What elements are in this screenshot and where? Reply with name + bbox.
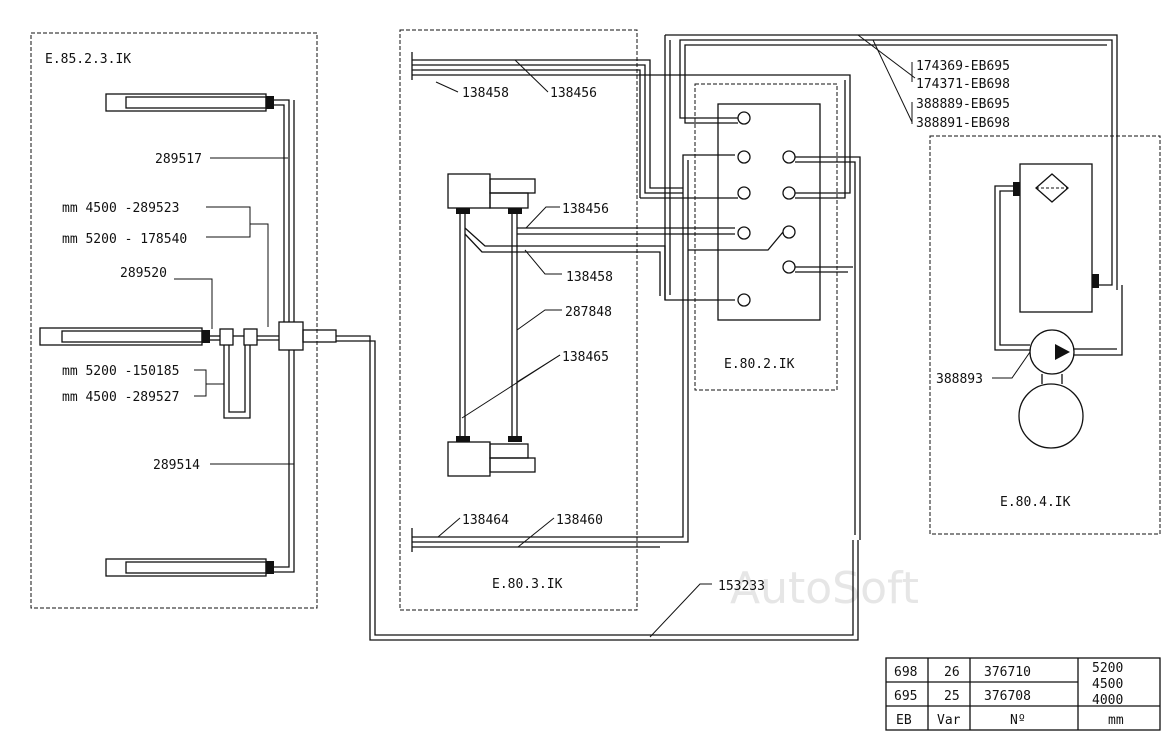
- block-left-frame: [30, 32, 318, 609]
- table-row1-eb: 698: [894, 665, 917, 680]
- valve-port-1: [737, 111, 751, 125]
- label-287848: 287848: [565, 305, 612, 320]
- table-row1-var: 26: [944, 665, 960, 680]
- variant-table: [885, 657, 1161, 731]
- label-174371: 174371-EB698: [916, 77, 1010, 92]
- block-middle-label: E.80.3.IK: [492, 577, 563, 592]
- table-header-eb: EB: [896, 713, 912, 728]
- block-tank-frame: [929, 135, 1161, 535]
- block-left-label: E.85.2.3.IK: [45, 52, 131, 67]
- table-header-var: Var: [937, 713, 961, 728]
- table-mm-3: 4000: [1092, 693, 1123, 708]
- watermark: AutoSoft: [730, 563, 919, 614]
- label-289523: mm 4500 -289523: [62, 201, 179, 216]
- table-row1-no: 376710: [984, 665, 1031, 680]
- table-mm-1: 5200: [1092, 661, 1123, 676]
- valve-port-9: [782, 260, 796, 274]
- label-138456-mid: 138456: [562, 202, 609, 217]
- label-138456-top: 138456: [550, 86, 597, 101]
- valve-port-4: [737, 226, 751, 240]
- cylinder-bottom: [105, 558, 274, 577]
- valve-body: [717, 103, 821, 321]
- block-tank-label: E.80.4.IK: [1000, 495, 1071, 510]
- label-138464: 138464: [462, 513, 509, 528]
- table-row2-var: 25: [944, 689, 960, 704]
- label-153233: 153233: [718, 579, 765, 594]
- valve-port-6: [782, 150, 796, 164]
- table-mm-2: 4500: [1092, 677, 1123, 692]
- label-289514: 289514: [153, 458, 200, 473]
- valve-port-5: [737, 293, 751, 307]
- valve-pipes: [412, 34, 1118, 540]
- label-138458-top: 138458: [462, 86, 509, 101]
- label-388891: 388891-EB698: [916, 116, 1010, 131]
- middle-pipes: [411, 52, 735, 552]
- pump: [1018, 329, 1084, 449]
- lift-cylinder-bottom: [447, 436, 536, 477]
- label-388889: 388889-EB695: [916, 97, 1010, 112]
- cylinder-top: [105, 93, 274, 112]
- label-138460: 138460: [556, 513, 603, 528]
- label-138465: 138465: [562, 350, 609, 365]
- valve-port-3: [737, 186, 751, 200]
- valve-port-2: [737, 150, 751, 164]
- valve-port-8: [782, 225, 796, 239]
- label-289517: 289517: [155, 152, 202, 167]
- table-header-no: Nº: [1010, 713, 1026, 728]
- left-pipes: [210, 99, 859, 641]
- valve-port-7: [782, 186, 796, 200]
- block-valve-frame: [694, 83, 838, 391]
- cylinder-middle: [39, 327, 210, 346]
- label-174369: 174369-EB695: [916, 59, 1010, 74]
- label-289527: mm 4500 -289527: [62, 390, 179, 405]
- table-header-mm: mm: [1108, 713, 1124, 728]
- label-178540: mm 5200 - 178540: [62, 232, 187, 247]
- table-row2-no: 376708: [984, 689, 1031, 704]
- label-388893: 388893: [936, 372, 983, 387]
- label-289520: 289520: [120, 266, 167, 281]
- table-row2-eb: 695: [894, 689, 917, 704]
- label-138458-mid: 138458: [566, 270, 613, 285]
- motor-icon: [1018, 383, 1084, 449]
- lift-cylinder-top: [447, 173, 536, 214]
- block-valve-label: E.80.2.IK: [724, 357, 795, 372]
- block-middle-frame: [399, 29, 638, 611]
- label-150185: mm 5200 -150185: [62, 364, 179, 379]
- tank-pipes: [994, 185, 1123, 356]
- tank: [1013, 163, 1099, 313]
